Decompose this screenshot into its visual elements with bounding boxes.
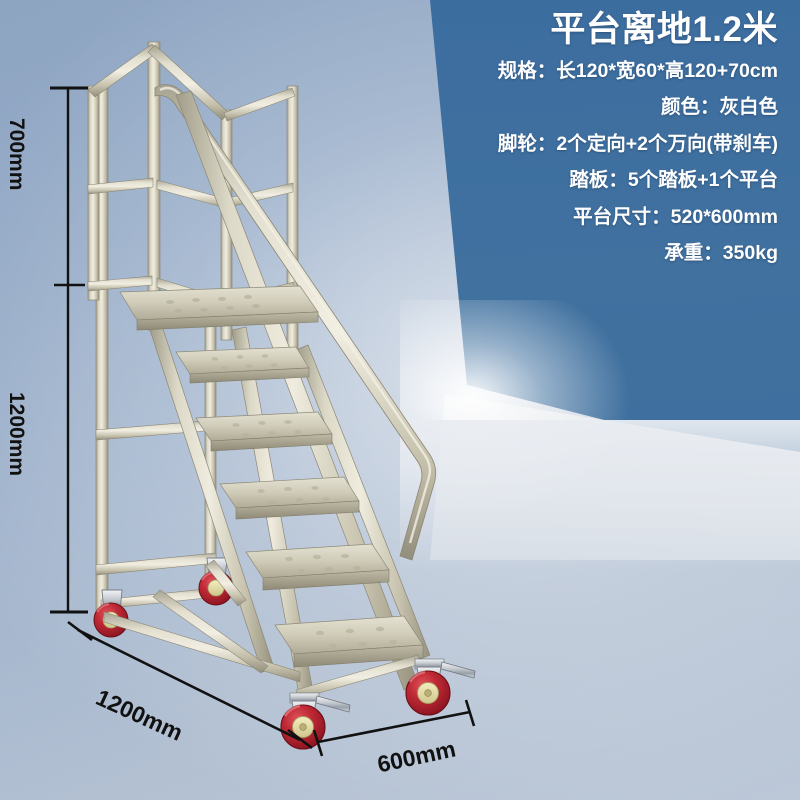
spec-line-platform-size: 平台尺寸：520*600mm bbox=[573, 205, 778, 228]
sloped-handrail bbox=[154, 84, 437, 561]
product-title: 平台离地1.2米 bbox=[550, 10, 778, 49]
dimension-lines bbox=[50, 86, 476, 757]
step-5 bbox=[274, 615, 424, 668]
step-3 bbox=[219, 476, 360, 520]
dimension-label-platform-height: 1200mm bbox=[5, 392, 28, 477]
step-1 bbox=[175, 346, 310, 384]
caster-swivel-front-right bbox=[404, 657, 477, 717]
platform bbox=[119, 285, 319, 331]
base-bracing bbox=[103, 559, 421, 700]
spec-line-steps: 踏板：5个踏板+1个平台 bbox=[569, 169, 778, 192]
step-4 bbox=[245, 543, 390, 591]
spec-line-size: 规格：长120*宽60*高120+70cm bbox=[497, 59, 778, 82]
spec-line-color: 颜色：灰白色 bbox=[660, 96, 778, 119]
step-2 bbox=[195, 411, 333, 452]
guardrail bbox=[87, 41, 299, 351]
backdrop-floor-fade bbox=[400, 420, 800, 680]
spec-line-load-capacity: 承重：350kg bbox=[664, 242, 778, 265]
spec-line-casters: 脚轮：2个定向+2个万向(带刹车) bbox=[497, 132, 778, 155]
dimension-label-guardrail-height: 700mm bbox=[5, 118, 28, 191]
caster-swivel-front-left bbox=[279, 691, 352, 751]
specification-panel: 平台离地1.2米 规格：长120*宽60*高120+70cm 颜色：灰白色 脚轮… bbox=[348, 8, 778, 281]
